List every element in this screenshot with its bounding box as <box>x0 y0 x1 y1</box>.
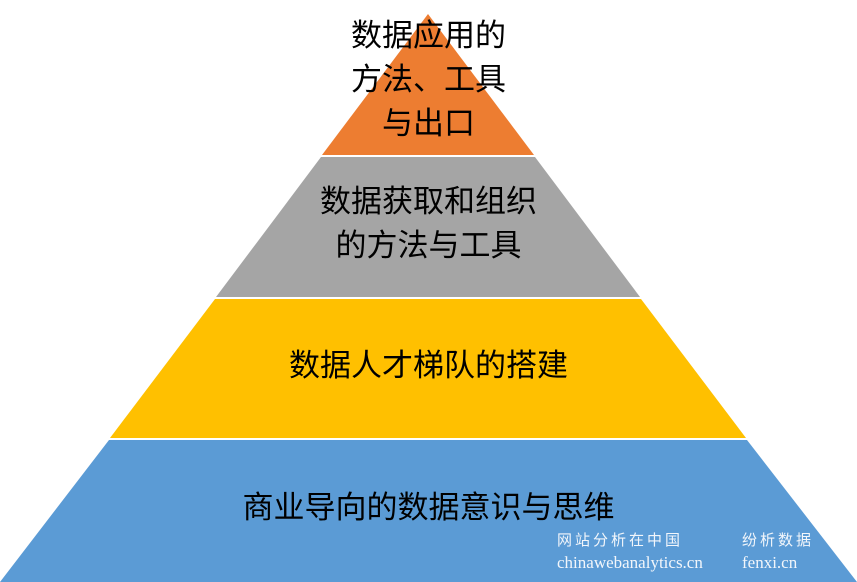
watermark-text: 纷析数据 <box>742 533 815 549</box>
layer-bottom-shape <box>0 440 857 582</box>
watermark-text: chinawebanalytics.cn <box>557 553 703 572</box>
watermark-left: 网站分析在中国 chinawebanalytics.cn <box>557 530 703 574</box>
label-line: 数据人才梯队的搭建 <box>289 348 568 384</box>
layer-3-label: 数据人才梯队的搭建 <box>0 344 857 388</box>
layer-2-label: 数据获取和组织 的方法与工具 <box>0 180 857 268</box>
watermark-right: 纷析数据 fenxi.cn <box>742 530 814 574</box>
layer-2-shape <box>216 157 640 297</box>
label-line: 数据应用的 <box>351 18 506 54</box>
layer-3-shape <box>110 299 746 438</box>
label-line: 数据获取和组织 <box>320 184 537 220</box>
label-line: 的方法与工具 <box>335 228 522 264</box>
label-line: 商业导向的数据意识与思维 <box>242 490 615 526</box>
watermark-text: 网站分析在中国 <box>557 533 684 549</box>
layer-top-label: 数据应用的 方法、工具 与出口 <box>0 14 857 146</box>
label-line: 与出口 <box>382 106 475 142</box>
layer-bottom-label: 商业导向的数据意识与思维 <box>0 486 857 530</box>
label-line: 方法、工具 <box>351 62 506 98</box>
watermark-text: fenxi.cn <box>742 553 798 572</box>
layer-top-shape <box>322 14 534 155</box>
